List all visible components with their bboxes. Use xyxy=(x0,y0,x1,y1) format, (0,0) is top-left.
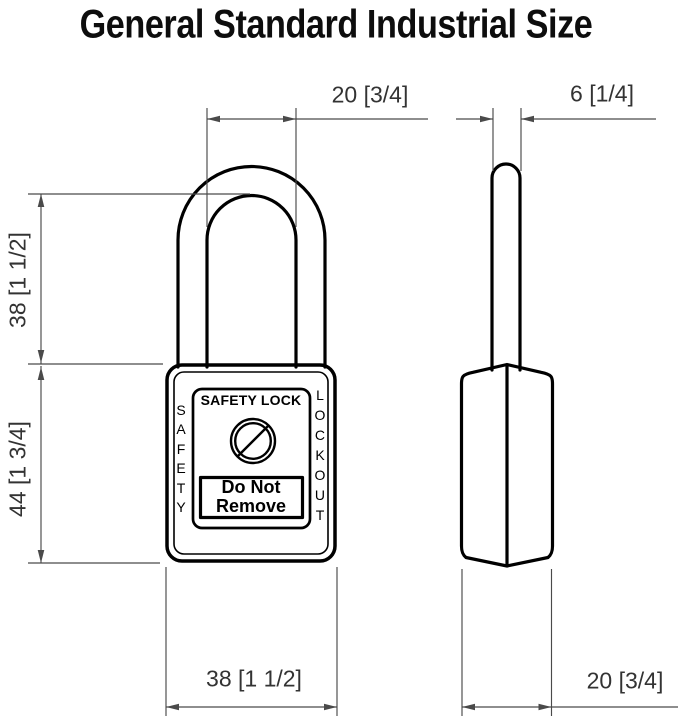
dim-label-body-depth: 20 [3/4] xyxy=(586,667,664,694)
dim-shackle-inner-width xyxy=(206,108,428,227)
front-body-outline xyxy=(165,363,337,563)
arrowhead-left xyxy=(166,703,179,711)
front-shackle-inner-outline xyxy=(205,193,298,369)
dim-label-body-height: 44 [1 3/4] xyxy=(4,421,31,517)
arrowhead-down xyxy=(37,550,45,563)
warning-line-1: Do Not xyxy=(221,477,281,497)
warning-box-outline xyxy=(198,475,305,520)
side-view xyxy=(459,162,555,568)
arrowhead-right xyxy=(521,115,534,123)
extension-lines xyxy=(492,108,522,171)
dim-shackle-clearance xyxy=(28,193,250,365)
extension-lines xyxy=(206,108,297,227)
arrowhead-right xyxy=(324,703,337,711)
padlock-right-vertical-text: L O C K O U T xyxy=(314,387,326,523)
keyhole-slash xyxy=(236,424,270,458)
extension-lines xyxy=(165,567,338,716)
arrowhead-down xyxy=(37,350,45,363)
arrowhead-right xyxy=(283,115,296,123)
extension-lines xyxy=(28,193,250,365)
dim-label-shackle-diameter: 6 [1/4] xyxy=(570,80,634,107)
arrowhead-up xyxy=(37,194,45,207)
arrowhead-right xyxy=(538,703,552,711)
label-panel-outline xyxy=(191,387,312,530)
padlock-left-vertical-text: S A F E T Y xyxy=(176,401,186,515)
dim-body-height xyxy=(28,366,160,564)
front-view xyxy=(165,164,337,563)
dim-label-shackle-inner-width: 20 [3/4] xyxy=(331,81,409,108)
front-body-inner-line xyxy=(173,371,329,555)
dim-body-width xyxy=(165,567,338,716)
dim-label-shackle-clearance: 38 [1 1/2] xyxy=(4,232,31,328)
warning-line-2: Remove xyxy=(215,496,287,516)
front-shackle-outer-outline xyxy=(176,164,327,369)
padlock-panel-header: SAFETY LOCK xyxy=(200,392,302,408)
arrowhead-up xyxy=(37,367,45,380)
keyhole-icon xyxy=(229,417,277,465)
extension-lines xyxy=(461,569,553,716)
side-shackle-outline xyxy=(490,162,522,372)
arrowhead-left xyxy=(480,115,493,123)
warning-text: Do Not Remove xyxy=(216,478,286,516)
arrowhead-left xyxy=(462,703,475,711)
keyhole-inner-ring xyxy=(233,422,272,461)
page-title: General Standard Industrial Size xyxy=(79,2,593,47)
dim-shackle-diameter xyxy=(456,108,656,171)
dim-label-body-width: 38 [1 1/2] xyxy=(206,665,302,692)
arrowhead-left xyxy=(207,115,220,123)
dim-body-depth xyxy=(461,569,678,716)
